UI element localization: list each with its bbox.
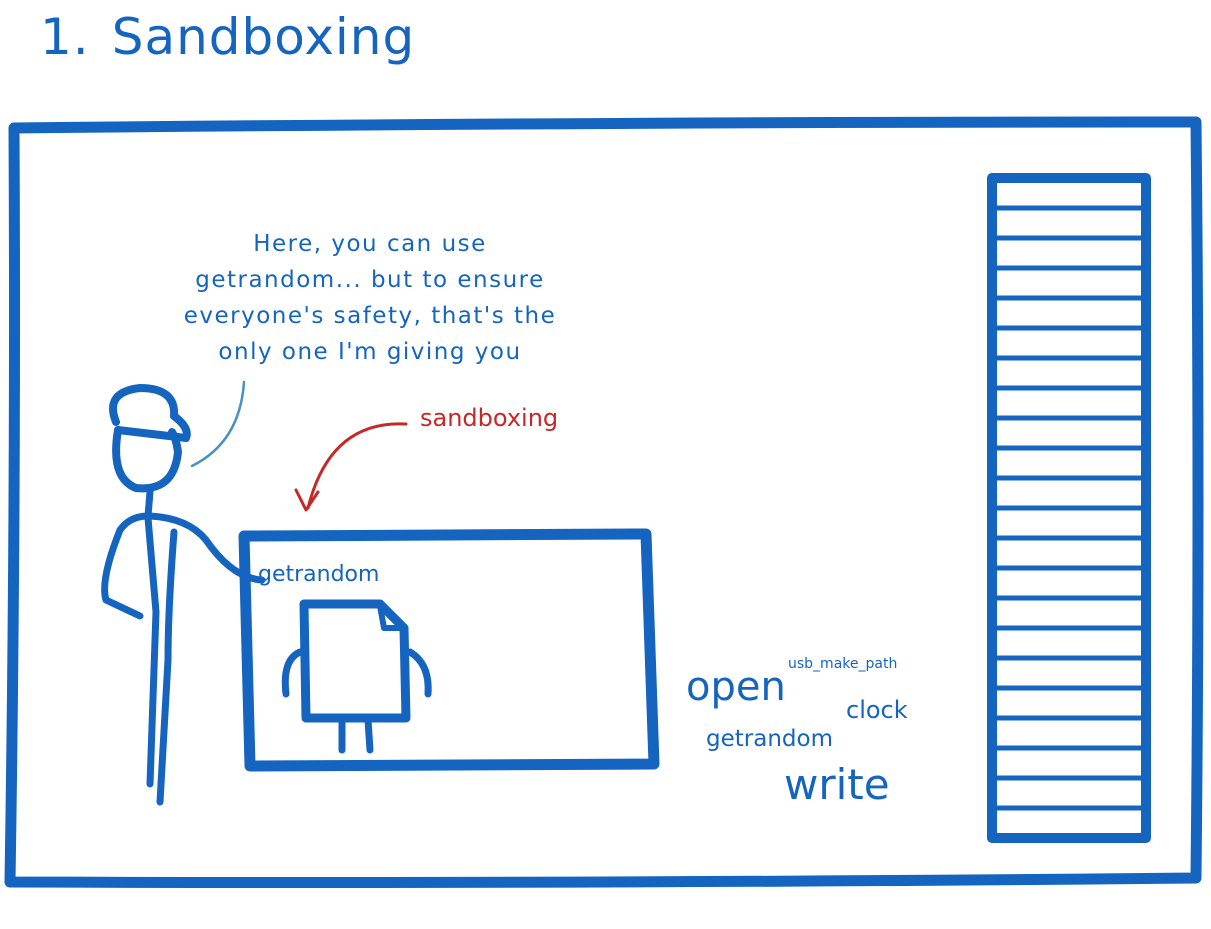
- sandbox-box: [238, 528, 660, 772]
- speech-bubble: Here, you can use getrandom... but to en…: [160, 226, 580, 370]
- speech-tail: [190, 380, 246, 468]
- speech-line: everyone's safety, that's the: [183, 303, 557, 329]
- syscall-open: open: [686, 664, 786, 710]
- document-character: [281, 599, 432, 754]
- ladder-rungs: [991, 205, 1147, 811]
- syscall-write: write: [784, 760, 890, 809]
- speech-line: only one I'm giving you: [218, 339, 522, 365]
- guard-figure: [101, 384, 266, 806]
- title-number: 1.: [40, 8, 90, 66]
- speech-line: Here, you can use: [253, 231, 487, 257]
- page-title: 1. Sandboxing: [40, 8, 415, 66]
- guard-cap: [109, 384, 191, 442]
- title-text: Sandboxing: [111, 8, 416, 66]
- syscall-usb-make-path: usb_make_path: [788, 656, 898, 672]
- syscall-clock: clock: [846, 696, 908, 724]
- sandboxing-annotation: sandboxing: [420, 404, 559, 432]
- outer-frame: [4, 116, 1204, 888]
- speech-line: getrandom... but to ensure: [195, 267, 545, 293]
- allowed-syscall-label: getrandom: [258, 562, 380, 587]
- annotation-arrow: [294, 422, 408, 512]
- syscall-getrandom: getrandom: [706, 726, 833, 752]
